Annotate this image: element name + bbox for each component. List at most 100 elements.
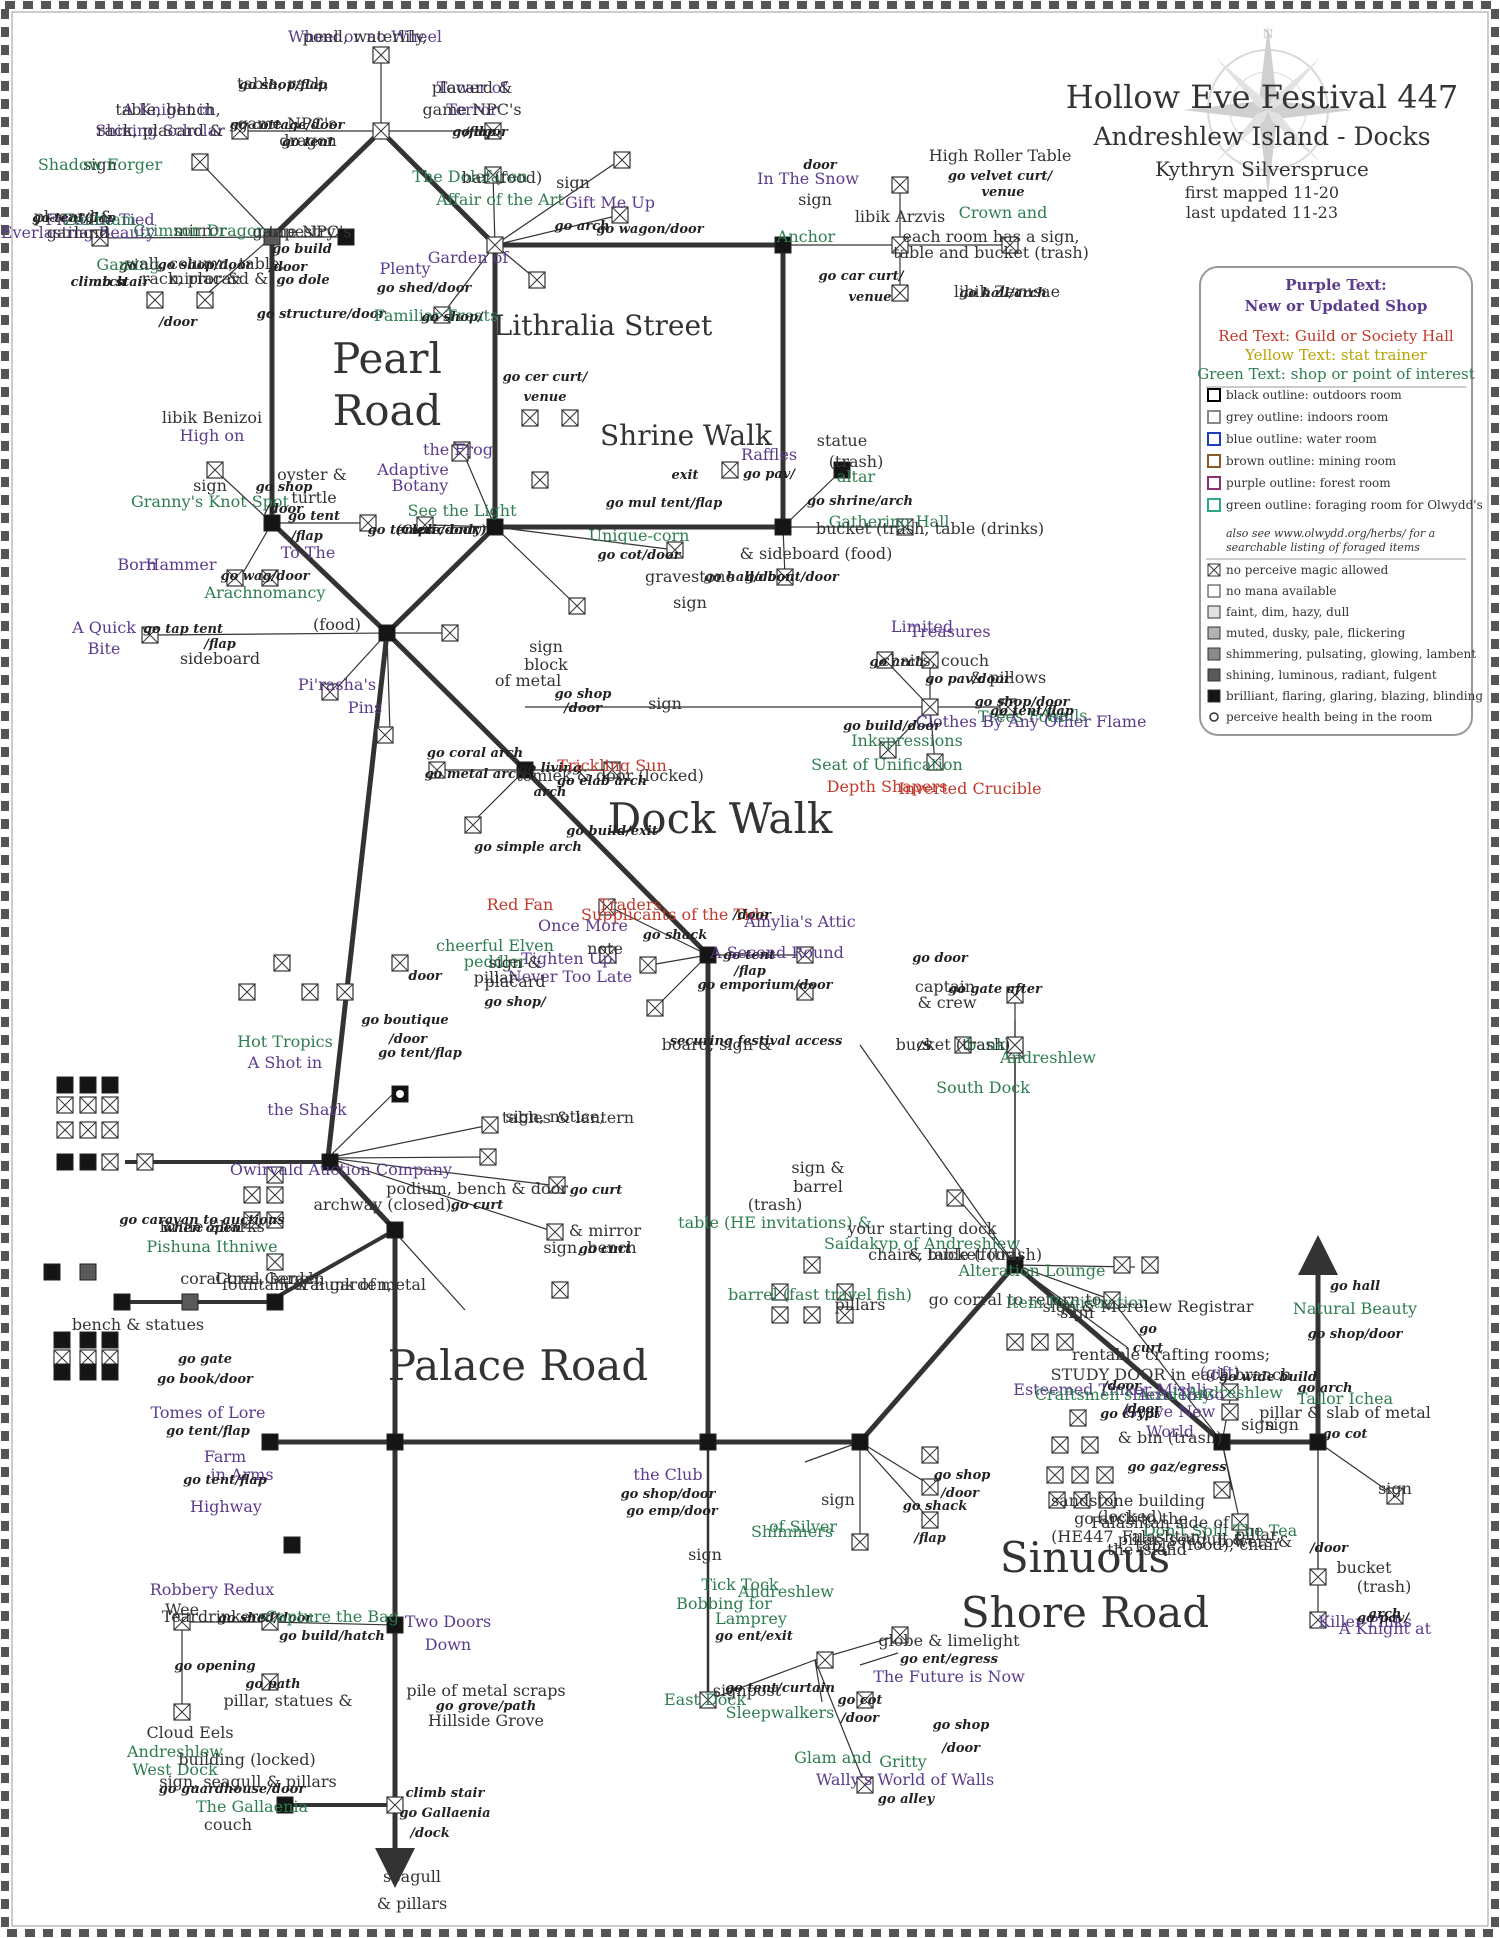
no-magic-mark [796,983,814,1001]
map-label: venue [849,290,892,305]
map-label: tables & lantern [502,1108,634,1127]
map-label: sign [529,637,563,656]
no-magic-mark [376,726,394,744]
map-label: /dock [408,1826,449,1841]
map-label: Two Doors [405,1612,491,1631]
room-node [53,1331,71,1349]
map-label: the Club [633,1465,702,1484]
map-label: Hammer [146,555,217,574]
map-label: go door [912,951,969,966]
legend-circle-swatch [1209,712,1219,722]
map-inner-frame [11,11,1489,1927]
no-magic-mark [451,444,469,462]
no-magic-mark [484,122,502,140]
no-magic-mark [441,624,459,642]
map-label: go velvet curt/ [948,169,1054,184]
room-node [321,1153,339,1171]
map-label: go shop [933,1718,990,1733]
room-node [516,761,534,779]
map-label: & bucket (trash) [908,1245,1042,1264]
map-label: go build [272,242,332,257]
map-label: sign [1241,1415,1275,1434]
map-label: A Shot in [247,1053,322,1072]
map-label: sign [648,694,682,713]
connection-line [707,1659,816,1701]
legend-fill-text: faint, dim, hazy, dull [1226,605,1349,619]
legend-outline-text: grey outline: indoors room [1226,410,1389,424]
map-label: go structure/door [257,307,387,322]
map-label: /flap [732,964,766,979]
map-label: go tent [723,948,775,963]
map-label: altar [837,467,876,486]
map-label: go book/door [157,1372,254,1387]
map-label: World [1146,1422,1194,1441]
no-magic-mark [1048,1491,1066,1509]
map-label: go tent/flap [32,211,116,226]
no-magic-mark [603,761,621,779]
map-label: Crimson Dragon [133,221,267,240]
no-magic-mark [56,1096,74,1114]
map-label: West Dock [132,1760,218,1779]
connection-line [1111,1299,1223,1443]
map-label: of metal [495,671,561,690]
map-label: Glam and [794,1748,872,1767]
connection-line [782,469,843,528]
legend-fill-swatch [1207,584,1221,598]
room-node [56,1153,74,1171]
map-label: Never Too Late [508,967,633,986]
map-label: Everlasting Beauty [1,223,155,242]
no-magic-mark [238,983,256,1001]
map-label: libik Arzvis [855,207,945,226]
map-label: arch [94,275,127,290]
legend-box [1199,266,1473,736]
map-label: sign [556,173,590,192]
map-label: placard & [432,78,513,97]
map-label: go shop/door [158,258,254,273]
no-magic-mark [433,306,451,324]
map-label: Botany [392,476,449,495]
no-magic-mark [1213,1481,1231,1499]
no-magic-mark [386,1796,404,1814]
map-label: /door [939,1486,980,1501]
legend-outline-text: green outline: foraging room for Olwydd'… [1226,498,1483,512]
map-label: go emporium/door [697,978,833,993]
room-node [337,228,355,246]
map-label: Natural Beauty [1293,1299,1417,1318]
no-magic-mark [771,1306,789,1324]
title-first-mapped: first mapped 11-20 [1185,183,1339,202]
map-label: go caravan to auctions [119,1213,285,1228]
map-label: Hot Tropics [237,1032,333,1051]
map-label: tapestry [268,222,335,241]
no-magic-mark [391,954,409,972]
map-label: turtle [291,488,336,507]
map-label: go emp/door [626,1504,719,1519]
map-label: go shack [903,1499,967,1514]
no-magic-mark [1069,1409,1087,1427]
legend-heading-1: Purple Text: [1285,276,1386,294]
no-magic-mark [416,516,434,534]
no-magic-mark [954,1036,972,1054]
map-label: go metal arch [425,767,526,782]
legend-outline-text: blue outline: water room [1226,432,1377,446]
legend-outline-text: brown outline: mining room [1226,454,1397,468]
map-label: /door [263,502,304,517]
main-road-line [270,521,389,635]
connection-line [492,174,496,246]
map-label: /door [157,315,198,330]
map-label: go cot [1323,1427,1368,1442]
room-node [79,1076,97,1094]
room-node [261,1433,279,1451]
no-magic-mark [226,569,244,587]
no-magic-mark [53,1349,71,1367]
map-label: go cottage/door [230,118,346,133]
map-label: sandstone building [1051,1491,1205,1510]
map-label: /door [387,1032,428,1047]
map-label: chairs, couch [881,651,989,670]
map-label: A Second Round [709,943,844,962]
legend-outline-text: black outline: outdoors room [1226,388,1402,402]
room-node [113,1293,131,1311]
no-magic-mark [79,1121,97,1139]
map-label: /door [839,1711,880,1726]
no-magic-mark [611,206,629,224]
